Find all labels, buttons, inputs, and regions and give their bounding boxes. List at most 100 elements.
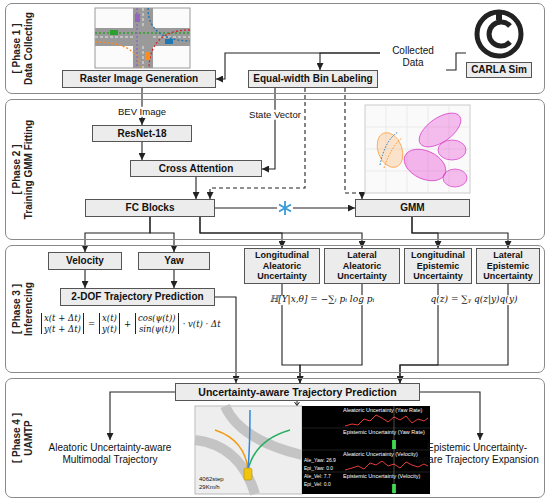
carla-logo-part — [489, 22, 510, 46]
node-text: Lateral Aleatoric Uncertainty — [328, 250, 396, 281]
step-count: 4062step — [199, 476, 224, 483]
connector — [412, 217, 508, 248]
output-box: Yaw — [138, 252, 210, 270]
node-text: Collected Data — [382, 45, 444, 69]
node-text: Epistemic Uncertainty-aware Trajectory E… — [414, 442, 540, 466]
uncertainty-box: Longitudinal Epistemic Uncertainty — [404, 248, 472, 284]
gmm-plot-part — [384, 138, 402, 168]
process-box: Raster Image Generation — [62, 70, 216, 88]
node-text: Uncertainty-aware Trajectory Prediction — [198, 386, 396, 398]
connector — [110, 392, 175, 440]
screenshot — [195, 400, 430, 494]
connector — [215, 297, 236, 383]
process-box: 2-DOF Trajectory Prediction — [60, 288, 215, 306]
node-text: Aleatoric Uncertainty-aware Multimodal T… — [42, 442, 178, 466]
formula-term: cos(ψ(t)) — [138, 313, 176, 324]
phase-label: [ Phase 3 ]Inferencing — [8, 246, 38, 372]
matrix-bracket: cos(ψ(t))sin(ψ(t)) — [135, 313, 179, 334]
result-text: Aleatoric Uncertainty-aware Multimodal T… — [40, 440, 180, 468]
matrix-bracket: x(t + Δt)y(t + Δt) — [41, 313, 84, 334]
carla-logo-part — [496, 10, 502, 20]
entropy-formula: ℍ[Y|x,θ] = −∑ᵢ pᵢ log pᵢ — [268, 295, 377, 305]
stat-value: Epi_Yaw: 0.0 — [304, 466, 333, 472]
speed-value: 29Km/h — [199, 484, 220, 491]
phase-band: [ Phase 3 ]Inferencing Velocity Yaw Longitu… — [5, 245, 545, 373]
formula-term: · v(t) · Δt — [183, 319, 221, 329]
raster-image-part — [95, 8, 190, 68]
screenshot-part — [244, 468, 252, 480]
screenshot-part — [248, 430, 290, 470]
raster-image-part — [165, 39, 173, 44]
phase-label: [ Phase 4 ]UAMTP — [8, 379, 38, 497]
uncertainty-box: Lateral Epistemic Uncertainty — [476, 248, 540, 284]
edge-label: BEV Image — [116, 107, 168, 117]
result-text: Epistemic Uncertainty-aware Trajectory E… — [412, 440, 542, 468]
phase-text: [ Phase 3 ] — [11, 284, 23, 334]
node-text: CARLA Sim — [471, 64, 527, 76]
screenshot-part — [195, 406, 302, 494]
node-text: GMM — [400, 202, 424, 214]
phase-text: [ Phase 1 ] — [11, 23, 23, 73]
raster-image-part — [145, 52, 150, 60]
screenshot-part — [215, 430, 248, 470]
connector — [85, 217, 150, 252]
node-text: Velocity — [66, 255, 104, 267]
dashed-connector — [210, 88, 305, 199]
screenshot-part — [302, 428, 430, 472]
connector — [150, 217, 174, 252]
node-text: Cross Attention — [159, 163, 234, 175]
process-box: FC Blocks — [85, 199, 215, 217]
edge-label: State Vector — [247, 110, 303, 120]
gmm-plot-part — [373, 129, 408, 171]
screenshot-part — [302, 406, 430, 494]
plot-title: Epistemic Uncertainty (Yaw Rate) — [343, 429, 425, 435]
formula-term: = — [88, 319, 95, 329]
freeze-snowflake-part — [279, 201, 291, 215]
gmm-plot-part — [380, 132, 398, 165]
node-text: Raster Image Generation — [80, 73, 198, 85]
node-text: FC Blocks — [126, 202, 175, 214]
connector — [195, 177, 196, 199]
raster-image-part — [95, 42, 140, 68]
process-box: ResNet-18 — [92, 125, 192, 142]
phase-text: UAMTP — [23, 420, 35, 456]
connector — [84, 270, 85, 288]
stat-value: Epi_Vel: 0.0 — [304, 482, 331, 488]
raster-image-part — [135, 14, 140, 22]
freeze-snowflake-part — [277, 200, 293, 216]
connector — [262, 88, 275, 169]
phase-band: [ Phase 4 ]UAMTP Uncertainty-aware Trajec… — [5, 378, 545, 498]
phase-label: [ Phase 2 ]Training GMM Fitting — [8, 100, 38, 239]
gmm-plot-part — [365, 105, 470, 193]
node-text: ResNet-18 — [118, 128, 167, 140]
dashed-connector — [345, 88, 362, 199]
data-label: Collected Data — [380, 46, 446, 67]
process-box: Cross Attention — [130, 160, 262, 177]
epistemic-formula: q(z) = ∑ᵧ q(z|y)q(y) — [429, 295, 520, 305]
phase-text: [ Phase 2 ] — [11, 144, 23, 194]
matrix-bracket: x(t)y(t) — [99, 313, 120, 334]
phase-band: [ Phase 1 ]Data CollectingRaster Image G… — [5, 3, 545, 94]
raster-image — [95, 8, 190, 68]
screenshot-part — [248, 410, 250, 470]
screenshot-part — [345, 415, 428, 426]
node-text: Equal-width Bin Labeling — [253, 73, 372, 85]
connector — [141, 142, 142, 160]
formula-term: y(t) — [102, 324, 117, 335]
connector — [173, 270, 174, 288]
carla-logo — [477, 10, 521, 56]
phase-text: Training GMM Fitting — [23, 120, 35, 219]
connector — [320, 53, 380, 70]
gmm-plot — [365, 105, 470, 193]
process-box: GMM — [355, 199, 470, 217]
process-box: Uncertainty-aware Trajectory Prediction — [175, 383, 420, 401]
phase-label: [ Phase 1 ]Data Collecting — [8, 4, 38, 93]
node-text: Yaw — [164, 255, 183, 267]
gmm-plot-part — [365, 105, 470, 193]
uncertainty-box: Longitudinal Aleatoric Uncertainty — [244, 248, 320, 284]
node-text: Longitudinal Epistemic Uncertainty — [408, 250, 468, 281]
output-box: Velocity — [48, 252, 122, 270]
uncertainty-box: Lateral Aleatoric Uncertainty — [324, 248, 400, 284]
formula-term: y(t + Δt) — [44, 324, 81, 335]
